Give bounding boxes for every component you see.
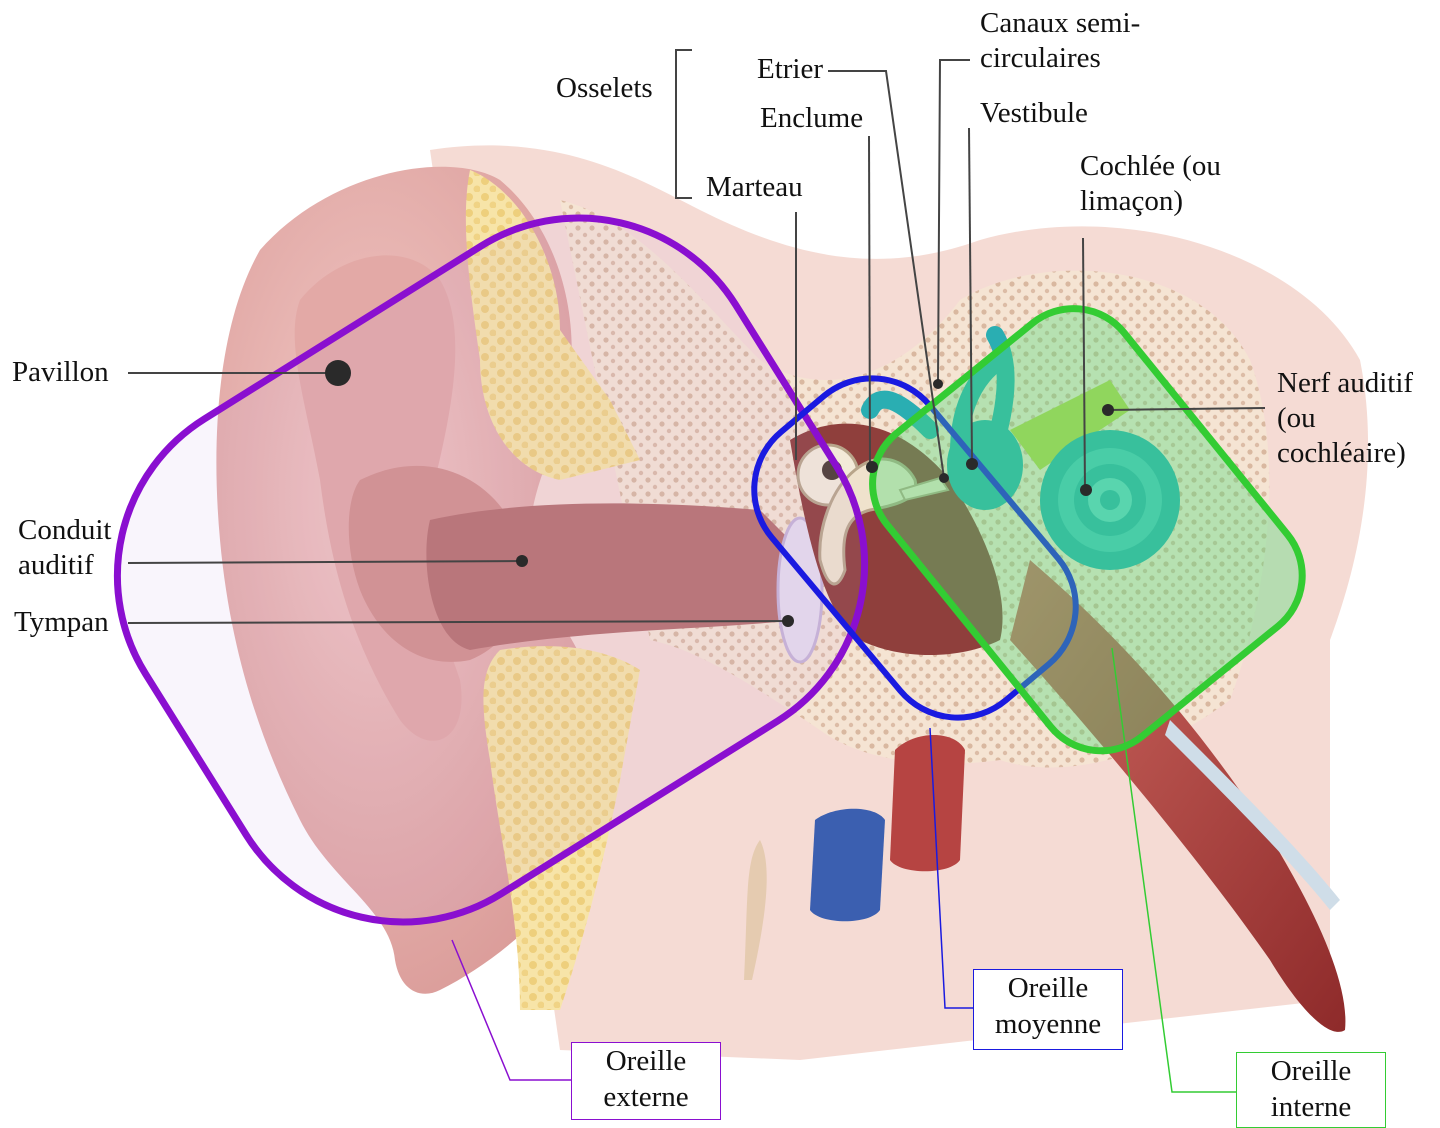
oreille-interne-box: Oreille interne (1236, 1052, 1386, 1128)
enclume-label: Enclume (760, 101, 863, 136)
vestibule-label: Vestibule (980, 96, 1088, 131)
tympan-label: Tympan (14, 605, 109, 640)
nerf-label-line1: Nerf auditif (1277, 366, 1413, 401)
nerf-label-line3: cochléaire) (1277, 436, 1413, 471)
vestibule-dot (966, 458, 978, 470)
tympan-dot (782, 615, 794, 627)
nerf-dot (1102, 404, 1114, 416)
cochlee-label: Cochlée (ou limaçon) (1080, 149, 1221, 219)
enclume-dot (866, 461, 878, 473)
cochlee-label-line1: Cochlée (ou (1080, 149, 1221, 184)
osselets-bracket (676, 50, 692, 198)
cochlee-dot (1080, 484, 1092, 496)
canaux-label-line2: circulaires (980, 41, 1140, 76)
osselets-label: Osselets (556, 71, 653, 106)
vein-vessel (810, 809, 885, 922)
marteau-label: Marteau (706, 170, 803, 205)
oreille-externe-line2: externe (572, 1079, 720, 1115)
canaux-label: Canaux semi- circulaires (980, 6, 1140, 76)
nerf-label: Nerf auditif (ou cochléaire) (1277, 366, 1413, 471)
oreille-interne-line1: Oreille (1237, 1053, 1385, 1089)
oreille-externe-line1: Oreille (572, 1043, 720, 1079)
etrier-label: Etrier (757, 52, 823, 87)
oreille-interne-line2: interne (1237, 1089, 1385, 1125)
oreille-moyenne-box: Oreille moyenne (973, 969, 1123, 1050)
oreille-externe-box: Oreille externe (571, 1042, 721, 1120)
cochlee-label-line2: limaçon) (1080, 184, 1221, 219)
pavillon-dot (325, 360, 351, 386)
conduit-label: Conduit auditif (18, 513, 111, 583)
canaux-dot (933, 379, 943, 389)
conduit-label-line2: auditif (18, 548, 111, 583)
oreille-moyenne-line2: moyenne (974, 1006, 1122, 1042)
conduit-label-line1: Conduit (18, 513, 111, 548)
nerf-label-line2: (ou (1277, 401, 1413, 436)
oreille-moyenne-line1: Oreille (974, 970, 1122, 1006)
etrier-dot (939, 473, 949, 483)
pavillon-label: Pavillon (12, 355, 109, 390)
canaux-label-line1: Canaux semi- (980, 6, 1140, 41)
conduit-dot (516, 555, 528, 567)
enclume-leader (869, 136, 870, 465)
artery-vessel (890, 735, 965, 871)
